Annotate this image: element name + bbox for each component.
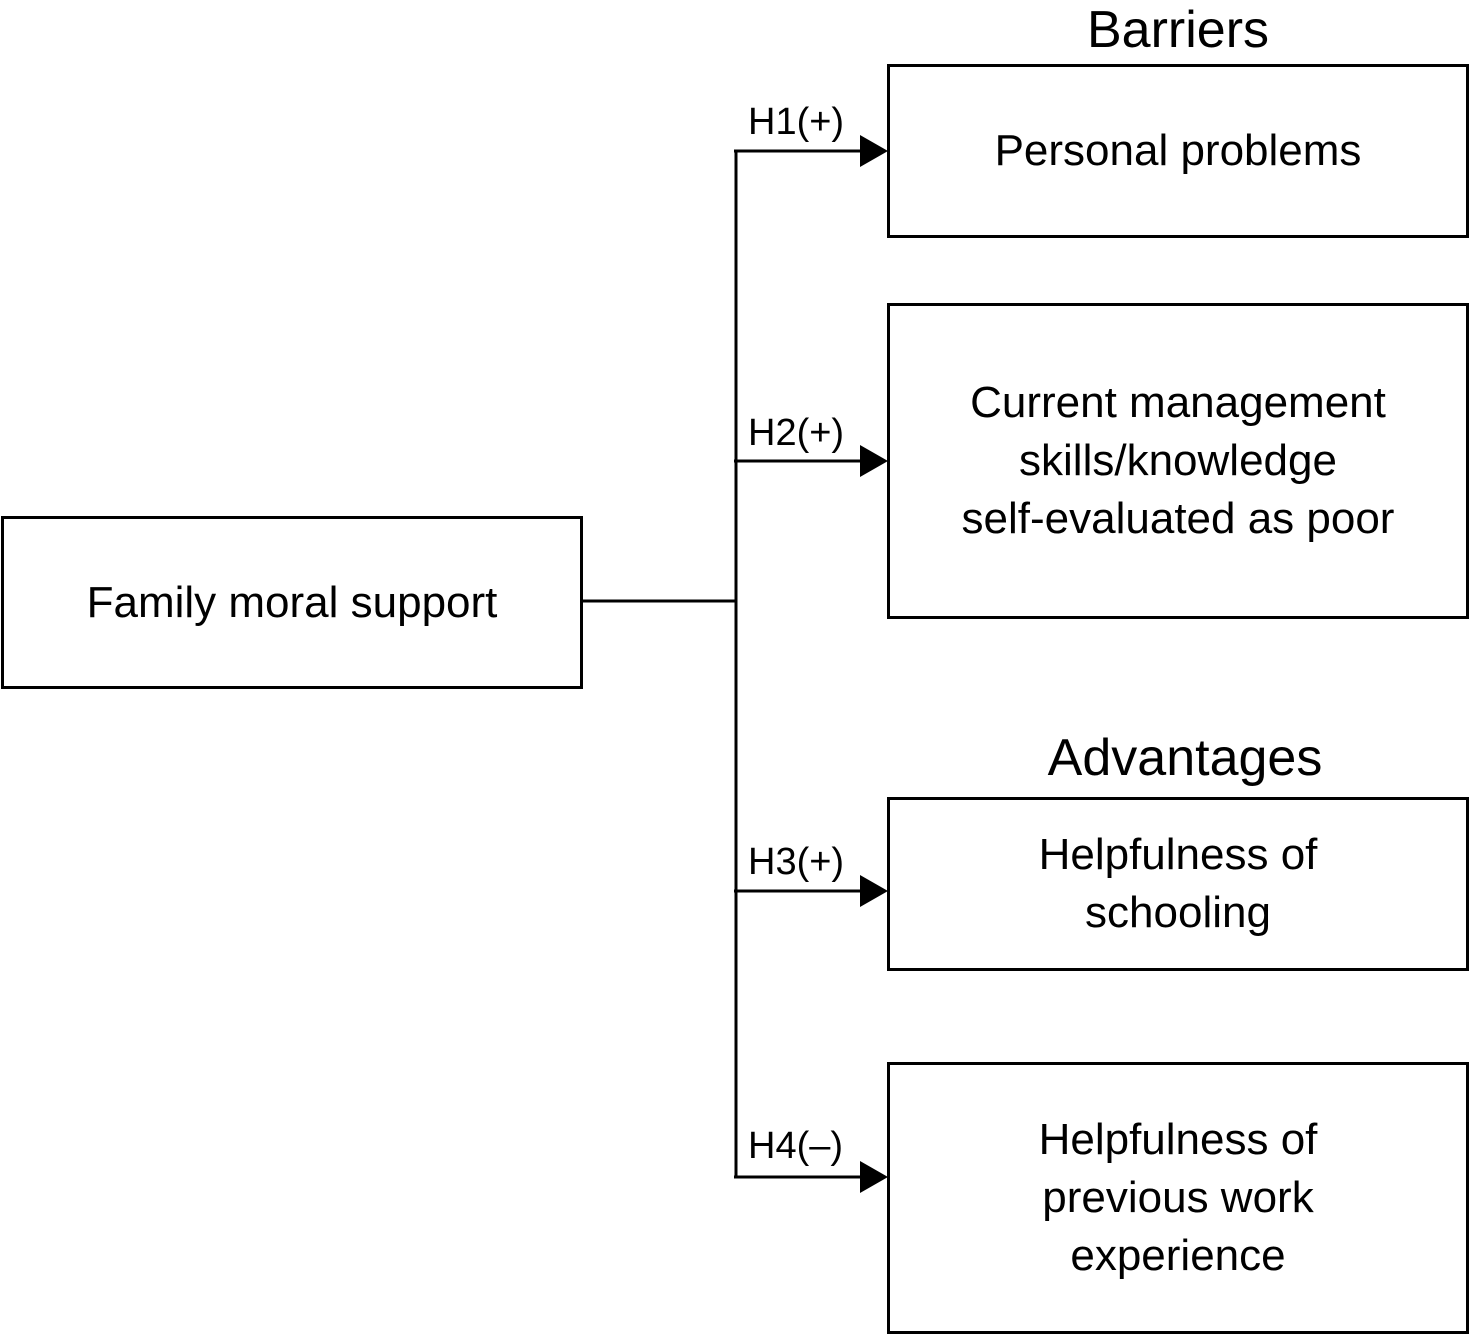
hypothesis-label-h1: H1(+)	[748, 101, 845, 143]
advantages-heading: Advantages	[1047, 729, 1323, 787]
h4-arrowhead	[860, 1161, 888, 1193]
outcome-box-personal-problems: Personal problems	[887, 64, 1469, 238]
hypothesis-label-h3: H3(+)	[748, 841, 845, 883]
outcome-box-management-skills: Current management skills/knowledge self…	[887, 303, 1469, 619]
source-box-label: Family moral support	[86, 577, 498, 627]
outcome-box-label: Current management skills/knowledge self…	[961, 378, 1395, 543]
h3-arrowhead	[860, 875, 888, 907]
outcome-box-label: Personal problems	[994, 126, 1362, 175]
barriers-heading: Barriers	[1086, 1, 1270, 59]
hypothesis-label-h2: H2(+)	[748, 412, 845, 454]
outcome-box-label: Helpfulness of schooling	[1038, 830, 1318, 937]
source-box-family-moral-support: Family moral support	[1, 516, 583, 689]
outcome-box-helpfulness-of-work-experience: Helpfulness of previous work experience	[887, 1062, 1469, 1334]
h1-arrowhead	[860, 135, 888, 167]
hypothesis-label-h4: H4(–)	[748, 1125, 844, 1167]
outcome-box-helpfulness-of-schooling: Helpfulness of schooling	[887, 797, 1469, 971]
h2-arrowhead	[860, 445, 888, 477]
outcome-box-label: Helpfulness of previous work experience	[1038, 1115, 1318, 1280]
